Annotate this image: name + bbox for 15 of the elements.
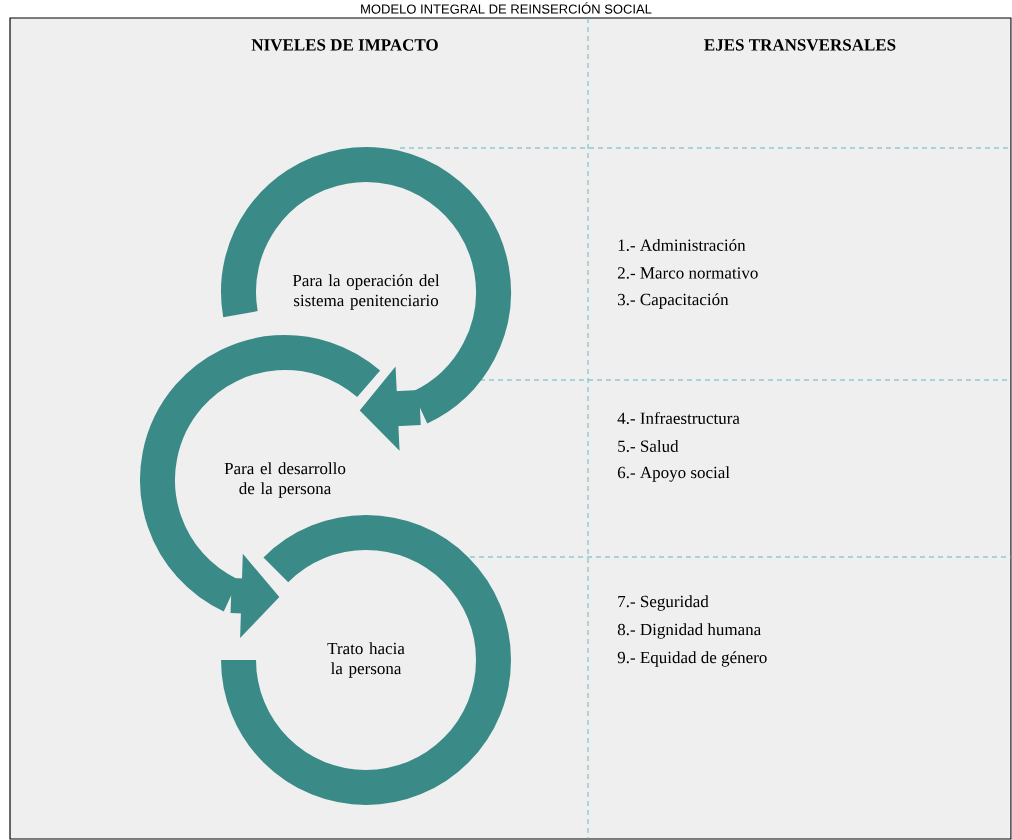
list-item: 4.- Infraestructura xyxy=(617,411,740,425)
list-item: 5.- Salud xyxy=(618,439,679,452)
column-heading: NIVELES DE IMPACTO xyxy=(251,39,438,51)
circular-band: Para el desarrollo de la persona xyxy=(140,335,380,612)
list-item: 8.- Dignidad humana xyxy=(617,623,761,639)
list-item: 1.- Administración xyxy=(618,238,746,251)
column-heading: EJES TRANSVERSALES xyxy=(704,39,896,51)
list-item: 9.- Equidad de género xyxy=(617,651,767,667)
circular-band: Para la operación del sistema penitenciario xyxy=(221,147,511,423)
title: MODELO INTEGRAL DE REINSERCIÓN SOCIAL xyxy=(361,2,652,14)
list-item: 3.- Capacitación xyxy=(618,293,729,309)
list-item: 6.- Apoyo social xyxy=(617,466,730,482)
list-item: 2.- Marco normativo xyxy=(617,267,758,279)
circular-band: Trato hacia la persona xyxy=(221,515,511,805)
list-item: 7.- Seguridad xyxy=(618,595,709,611)
